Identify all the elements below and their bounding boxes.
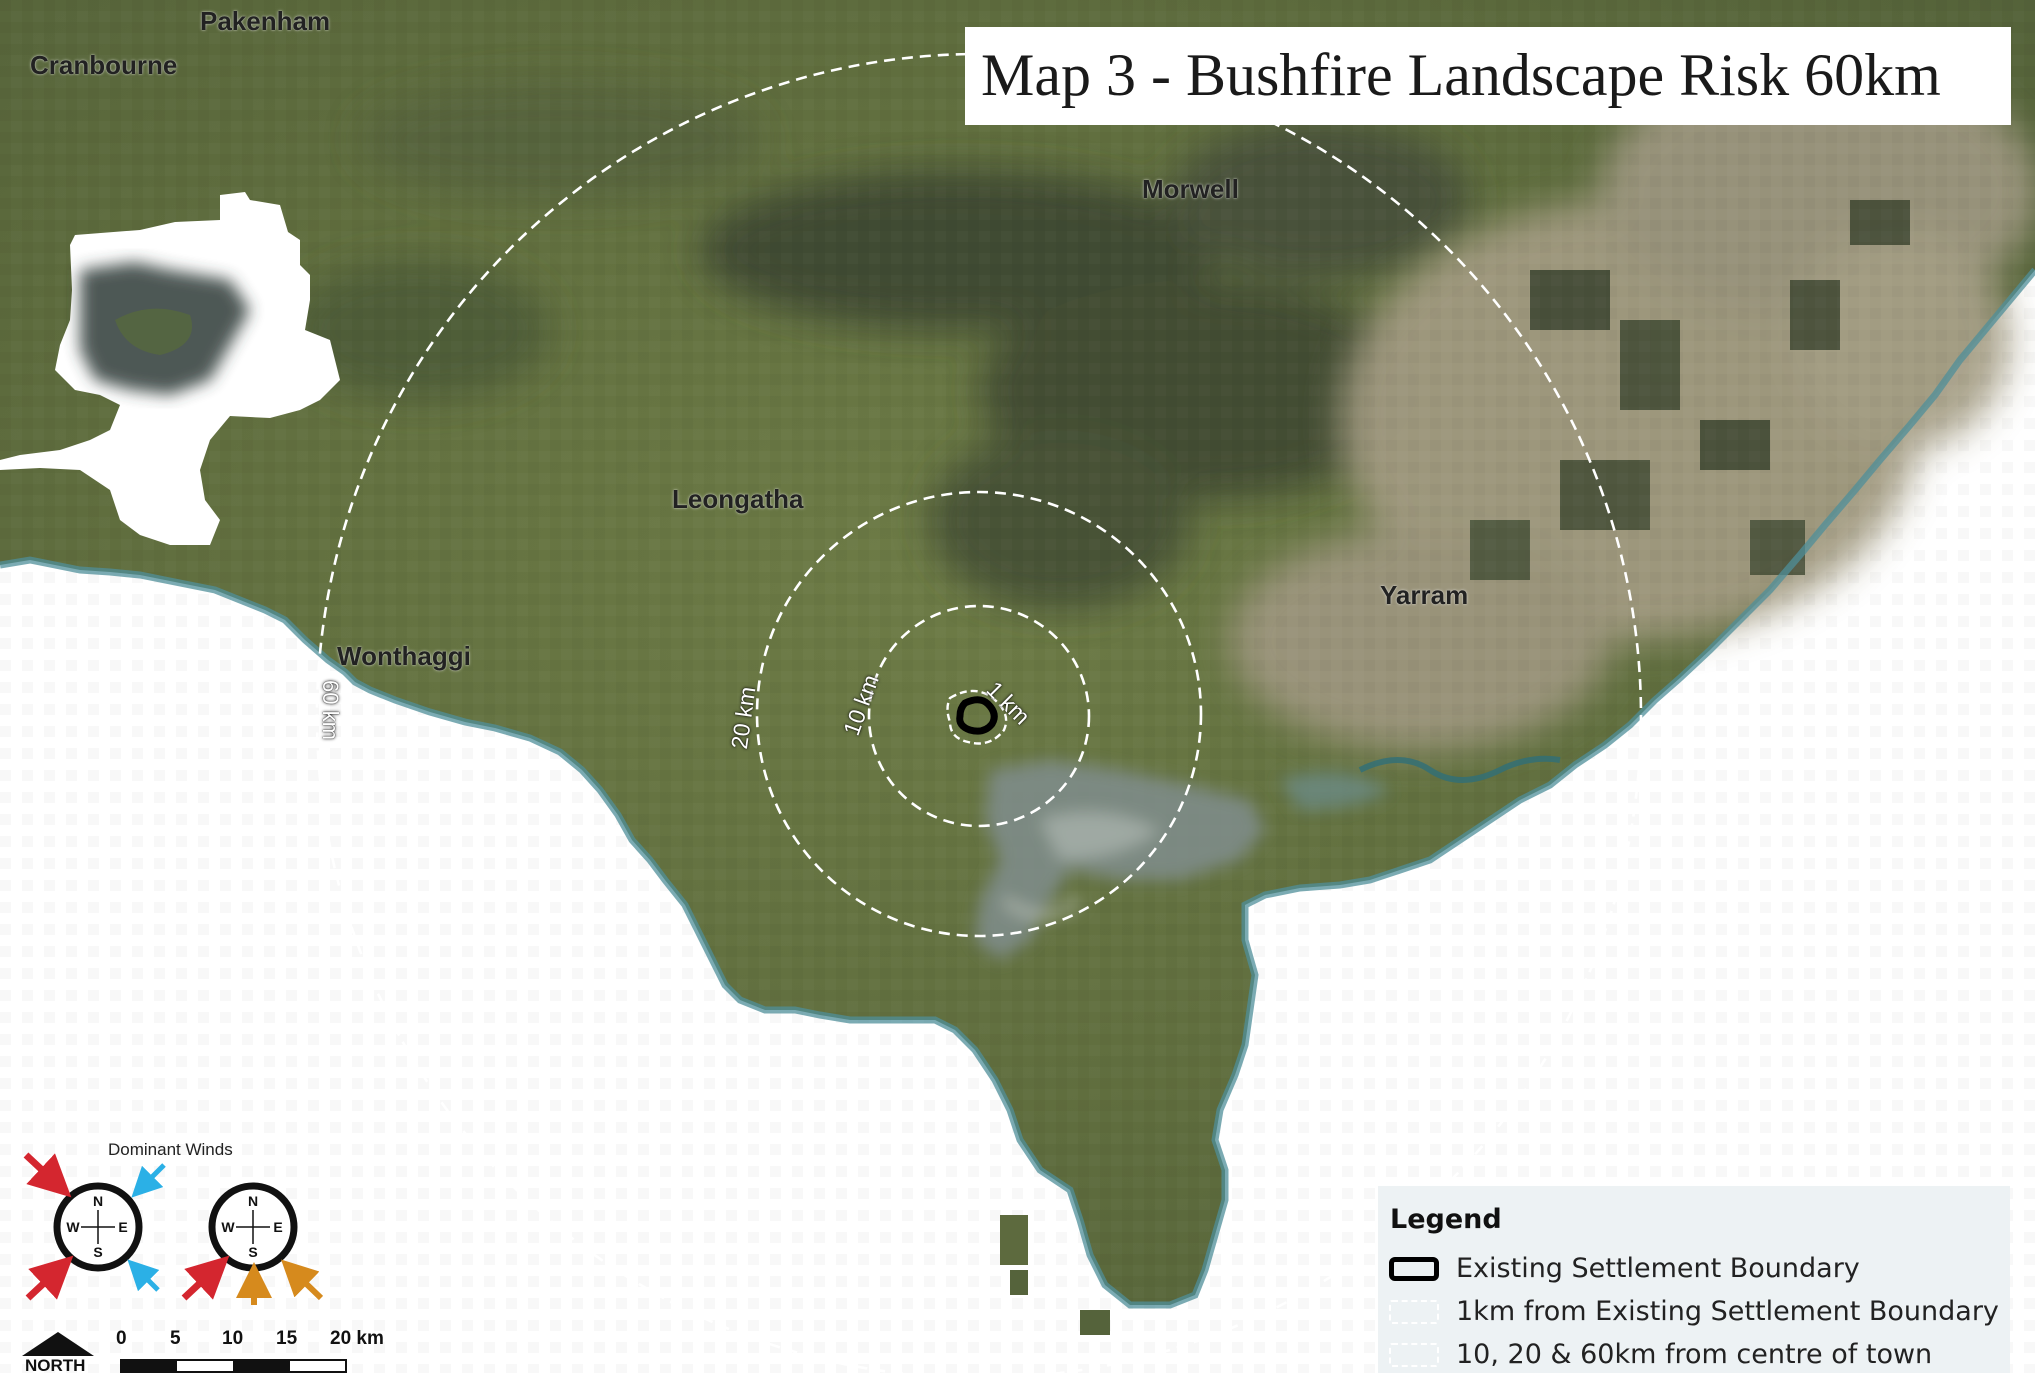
place-label-wonthaggi: Wonthaggi	[337, 641, 471, 671]
legend-title: Legend	[1390, 1204, 1502, 1235]
legend-item-settlement-boundary: Existing Settlement Boundary	[1378, 1251, 2010, 1287]
title-box: Map 3 - Bushfire Landscape Risk 60km	[965, 27, 2011, 125]
river-channel	[1358, 755, 1561, 783]
place-label-cranbourne: Cranbourne	[30, 50, 178, 80]
legend-swatch-dashed	[1389, 1300, 1439, 1324]
legend-label: 10, 20 & 60km from centre of town	[1456, 1339, 1933, 1370]
legend-item-1km-buffer: 1km from Existing Settlement Boundary	[1378, 1294, 2010, 1330]
compass-n: N	[93, 1193, 103, 1209]
scale-tick: 5	[170, 1328, 181, 1349]
scale-tick: 0	[116, 1328, 127, 1349]
scale-tick: 15	[276, 1328, 298, 1349]
coastline	[0, 267, 2035, 1309]
legend-swatch-black	[1389, 1257, 1439, 1281]
arrow-se-orange	[281, 1259, 324, 1301]
compass-w: W	[66, 1219, 80, 1235]
scale-tick: 20 km	[330, 1328, 384, 1349]
ring-1km	[946, 689, 1008, 745]
settlement-boundary	[956, 696, 998, 735]
arrow-ne-blue	[131, 1163, 166, 1198]
dominant-winds-title: Dominant Winds	[108, 1140, 233, 1159]
legend: Legend Existing Settlement Boundary 1km …	[1378, 1186, 2010, 1373]
wind-rose-summer: N S W E	[23, 1152, 166, 1301]
compass-w: W	[221, 1219, 235, 1235]
compass-n: N	[248, 1193, 258, 1209]
compass-s: S	[248, 1244, 257, 1260]
legend-label: Existing Settlement Boundary	[1456, 1253, 1860, 1284]
place-label-yarram: Yarram	[1380, 580, 1469, 610]
place-label-morwell: Morwell	[1142, 174, 1239, 204]
legend-label: 1km from Existing Settlement Boundary	[1456, 1296, 1999, 1327]
arrow-sw-red	[181, 1255, 230, 1301]
arrow-nw-red	[23, 1152, 72, 1198]
wind-roses: N S W E N S W E	[23, 1152, 324, 1305]
corner-inlet	[975, 760, 1390, 960]
arrow-se-blue	[127, 1259, 160, 1292]
ring-20km	[755, 490, 1203, 938]
compass-e: E	[273, 1219, 282, 1235]
north-label: NORTH	[25, 1356, 86, 1373]
scale-bar	[120, 1359, 347, 1373]
compass-s: S	[93, 1244, 102, 1260]
wind-rose-winter: N S W E	[181, 1182, 324, 1305]
islands	[1000, 1215, 1110, 1335]
ring-label-60km: 60 km	[318, 680, 343, 740]
arrow-sw-red	[25, 1255, 74, 1301]
place-label-leongatha: Leongatha	[672, 484, 804, 514]
ring-10km	[867, 604, 1091, 828]
legend-item-range-rings: 10, 20 & 60km from centre of town	[1378, 1337, 2010, 1373]
scale-tick: 10	[222, 1328, 244, 1349]
place-label-pakenham: Pakenham	[200, 6, 331, 36]
legend-swatch-dashed	[1389, 1343, 1439, 1367]
compass-e: E	[118, 1219, 127, 1235]
north-arrow-icon	[22, 1332, 94, 1356]
map-title: Map 3 - Bushfire Landscape Risk 60km	[981, 42, 1941, 108]
